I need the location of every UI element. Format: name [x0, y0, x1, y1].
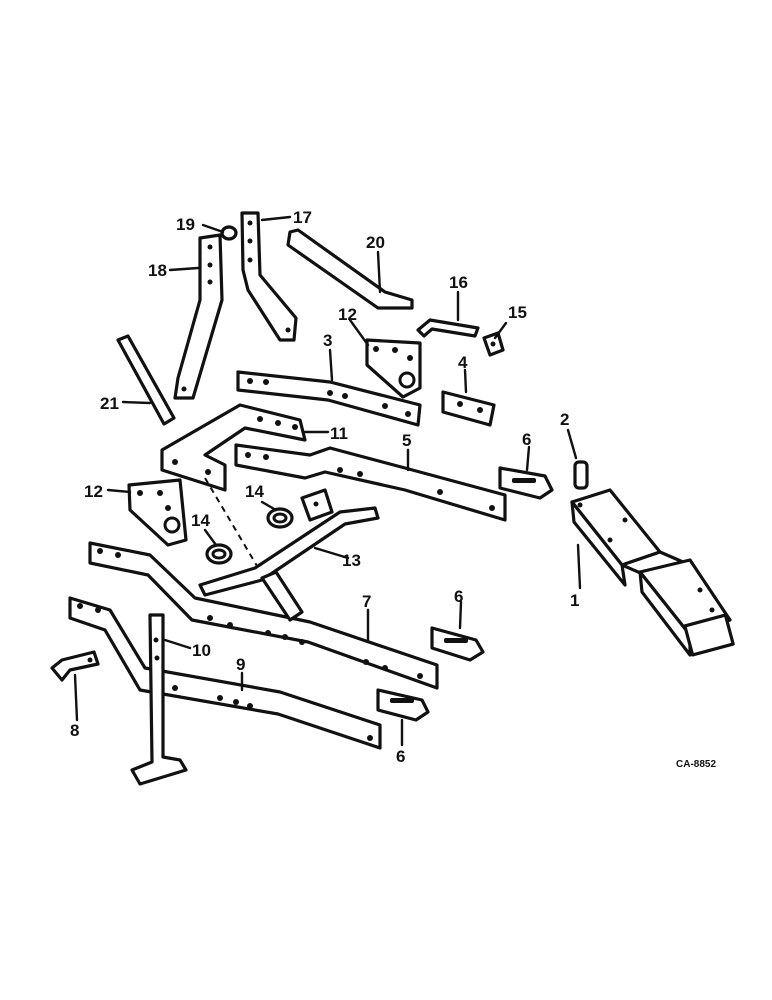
callout-15: 15 — [508, 303, 527, 322]
callout-6-upper: 6 — [522, 430, 531, 449]
callout-numbers: 1 2 3 4 5 6 6 6 7 8 9 10 11 12 12 13 14 … — [70, 208, 579, 766]
callout-5: 5 — [402, 431, 411, 450]
part-15-nut — [482, 331, 505, 357]
part-6-clamp-upper — [498, 466, 554, 500]
part-7-frame-bar — [88, 541, 439, 690]
part-3-bar — [236, 370, 422, 427]
leader-lines — [73, 215, 582, 747]
callout-7: 7 — [362, 592, 371, 611]
callout-11: 11 — [330, 424, 348, 443]
part-9-frame-bar — [68, 596, 382, 750]
callout-8: 8 — [70, 721, 79, 740]
part-2-pin — [573, 460, 589, 490]
part-14-bushing-lower — [205, 543, 233, 565]
callout-19: 19 — [176, 215, 195, 234]
callout-20: 20 — [366, 233, 385, 252]
part-12-plate-upper — [365, 338, 422, 399]
callout-2: 2 — [560, 410, 569, 429]
callout-12-lower: 12 — [84, 482, 103, 501]
callout-21: 21 — [100, 394, 119, 413]
part-19-washer — [220, 225, 238, 241]
callout-6-lower: 6 — [396, 747, 405, 766]
callout-12-upper: 12 — [338, 305, 357, 324]
callout-9: 9 — [236, 655, 245, 674]
reference-code: CA-8852 — [676, 759, 716, 770]
callout-17: 17 — [293, 208, 312, 227]
callout-18: 18 — [148, 261, 167, 280]
part-1-tongue-tube — [570, 488, 735, 657]
callout-13: 13 — [342, 551, 361, 570]
callout-6-middle: 6 — [454, 587, 463, 606]
callout-14-lower: 14 — [191, 511, 210, 530]
part-13-arm — [198, 488, 380, 622]
part-11-u-bracket — [160, 403, 307, 492]
callout-16: 16 — [449, 273, 468, 292]
callout-3: 3 — [323, 331, 332, 350]
part-10-shank — [130, 613, 188, 786]
part-6-clamp-lower — [376, 688, 430, 722]
callout-10: 10 — [192, 641, 211, 660]
part-6-clamp-middle — [430, 626, 485, 662]
part-14-bushing-upper — [266, 507, 294, 529]
part-20-brace — [286, 228, 414, 310]
part-4-plate — [441, 390, 496, 427]
callout-1: 1 — [570, 591, 579, 610]
part-17-bracket — [240, 211, 298, 342]
part-16-bolt — [416, 318, 480, 338]
part-5-bar — [234, 443, 507, 522]
callout-14-upper: 14 — [245, 482, 264, 501]
part-12-plate-lower — [127, 478, 188, 547]
callout-4: 4 — [458, 353, 468, 372]
part-21-rod — [116, 334, 176, 426]
part-8-clip — [50, 650, 100, 682]
part-18-bracket — [173, 233, 224, 400]
